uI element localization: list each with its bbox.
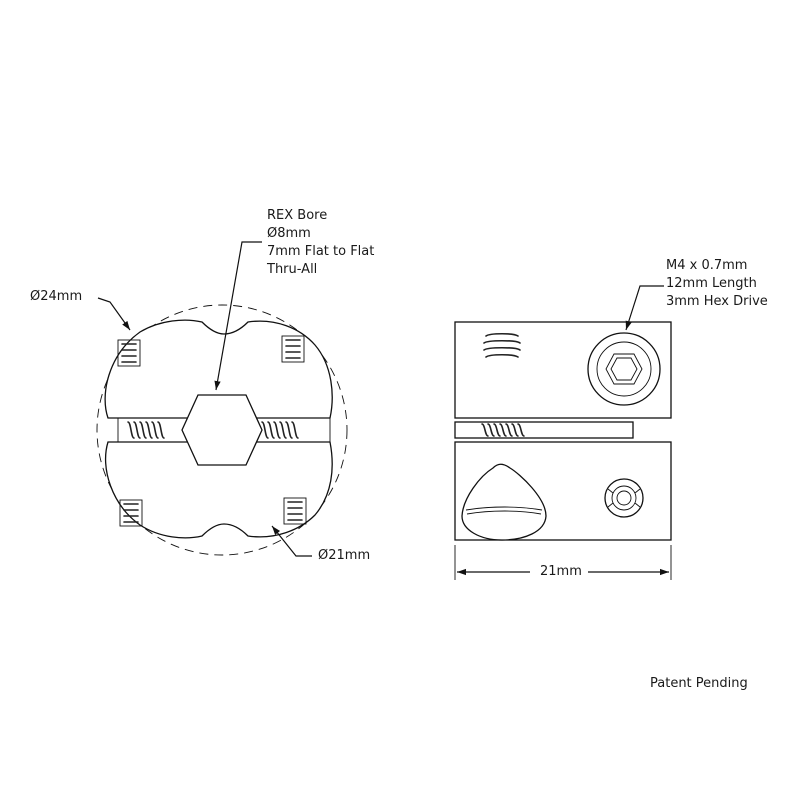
bore-label-line-1: REX Bore	[267, 208, 328, 223]
outer-diameter-circle	[96, 304, 348, 556]
upper-clamp-half	[104, 319, 333, 419]
hex-bore	[181, 394, 263, 466]
bore-label-line-3: 7mm Flat to Flat	[267, 244, 375, 259]
lower-clamp-half	[104, 441, 333, 539]
screw-label-line-3: 3mm Hex Drive	[666, 294, 768, 309]
inner-diameter-label: Ø21mm	[318, 548, 371, 563]
tongue-thread	[481, 423, 525, 437]
patent-pending-note: Patent Pending	[650, 676, 748, 691]
bore-leader	[214, 241, 262, 391]
screw-leader	[625, 285, 664, 331]
outer-dia-leader	[97, 297, 131, 331]
bore-label-line-4: Thru-All	[267, 262, 318, 277]
lower-small-screw	[604, 478, 644, 518]
screw-label-line-1: M4 x 0.7mm	[666, 258, 748, 273]
inner-dia-leader	[271, 525, 312, 557]
side-screw-ends	[117, 335, 307, 527]
screw-label-line-2: 12mm Length	[666, 276, 757, 291]
outer-diameter-label: Ø24mm	[30, 289, 83, 304]
screw-label: M4 x 0.7mm 12mm Length 3mm Hex Drive	[666, 257, 768, 311]
side-view	[454, 321, 672, 541]
cone-feature	[461, 463, 547, 541]
bore-label: REX Bore Ø8mm 7mm Flat to Flat Thru-All	[267, 207, 374, 279]
bore-label-line-2: Ø8mm	[267, 226, 311, 241]
front-view	[96, 304, 348, 556]
cap-screw-head	[587, 332, 661, 406]
side-slot-tongue	[454, 421, 634, 439]
width-dimension-label: 21mm	[540, 564, 582, 579]
upper-set-screw	[483, 332, 521, 358]
width-dimension	[454, 545, 672, 580]
